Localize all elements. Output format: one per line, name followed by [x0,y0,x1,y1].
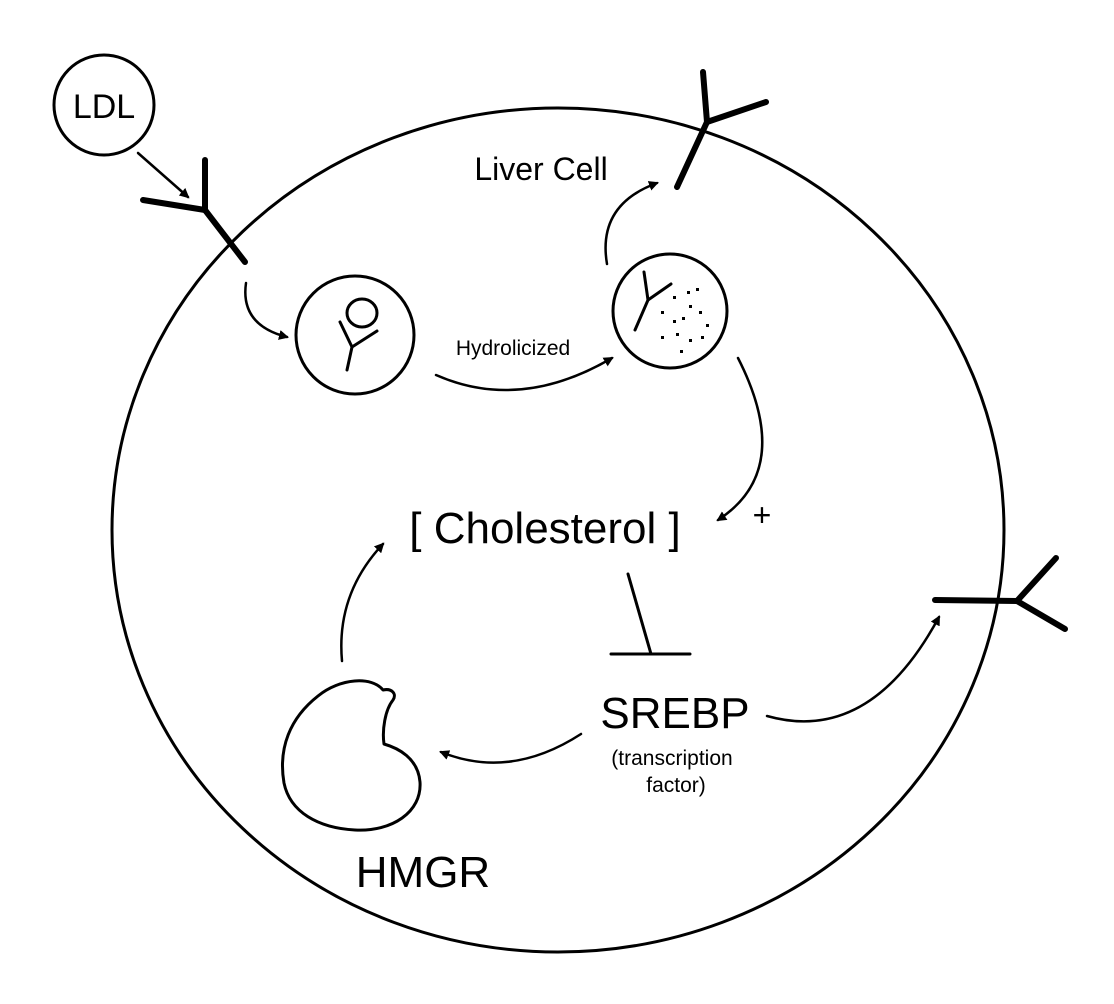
srebp-to-receptor-arrow [765,615,941,723]
srebp-label: SREBP [600,689,749,738]
hmgr-enzyme-icon [281,679,422,832]
positive-effect-sign: + [753,497,772,533]
cholesterol-synthesis-arrow [340,542,385,663]
receptor-recycling-arrow [604,181,659,266]
srebp-to-hmgr-arrow [439,732,583,764]
hmgr-label: HMGR [356,848,490,897]
hydrolysis-arrow [434,356,614,392]
endocytosis-arrow [244,281,289,340]
ldl-receptor-icon [140,157,248,265]
factor-label: factor) [646,774,706,797]
internalized-receptor-icon [338,320,379,372]
liver-cell-label: Liver Cell [474,151,607,187]
ldl-label: LDL [73,88,135,126]
internalized-ldl-icon [345,297,379,329]
hydrolicized-label: Hydrolicized [456,337,570,360]
transcription-label: (transcription [611,747,732,770]
cholesterol-label: [ Cholesterol ] [409,504,680,553]
endosome-circle [294,274,416,396]
liver-cell-membrane [110,106,1006,954]
ldl-circle [52,53,156,157]
lysosome-circle [611,252,729,370]
recycled-receptor-icon [674,69,769,190]
ldl-binding-arrow [136,151,190,199]
cholesterol-release-arrow [716,356,764,522]
inhibition-arrow [609,572,692,656]
new-receptor-icon [932,555,1068,632]
free-cholesterol-dots [661,288,709,353]
released-receptor-icon [633,270,673,332]
